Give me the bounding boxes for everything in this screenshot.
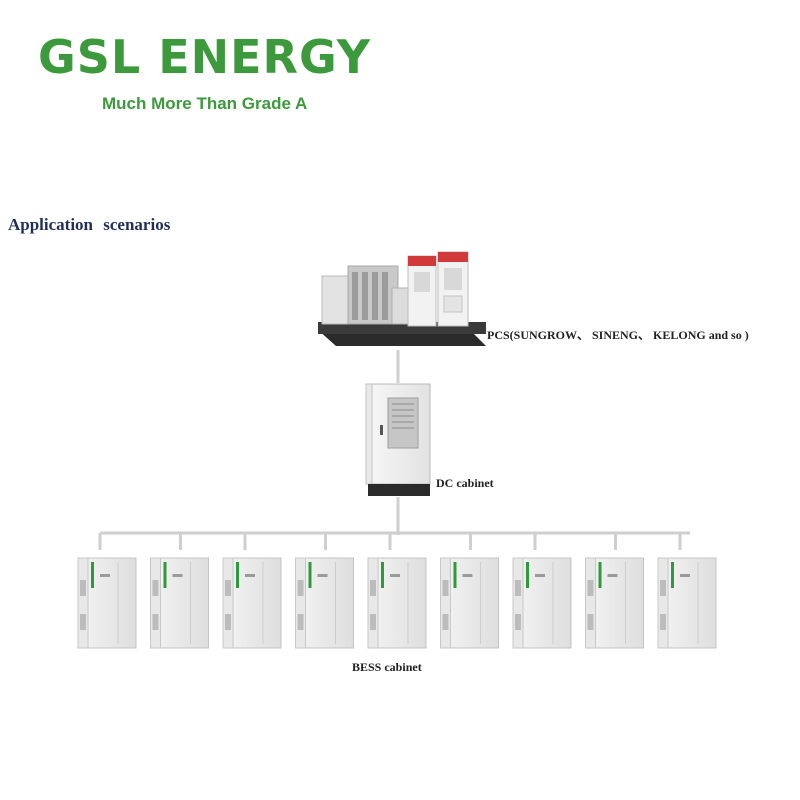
bess-cabinet	[150, 557, 209, 649]
pcs-equipment-image	[318, 251, 486, 346]
bess-cabinet	[367, 557, 427, 649]
bess-cabinet	[440, 557, 499, 649]
bess-cabinet	[222, 557, 282, 649]
bess-cabinet	[295, 557, 354, 649]
bess-cabinet-label: BESS cabinet	[352, 660, 422, 674]
brand-tagline: Much More Than Grade A	[102, 94, 308, 113]
bess-cabinet	[657, 557, 717, 649]
connector-lines	[98, 350, 690, 550]
bess-cabinet	[512, 557, 572, 649]
brand-logo-text: GSL ENERGY	[38, 30, 372, 84]
bess-cabinet-row	[77, 557, 717, 649]
section-title: Application scenarios	[8, 215, 171, 234]
bess-cabinet	[77, 557, 137, 649]
bus-drops	[98, 533, 682, 550]
bess-cabinet	[585, 557, 644, 649]
dc-cabinet-image	[365, 383, 431, 496]
dc-cabinet-label: DC cabinet	[436, 476, 494, 490]
pcs-label: PCS(SUNGROW、 SINENG、 KELONG and so )	[487, 328, 749, 342]
